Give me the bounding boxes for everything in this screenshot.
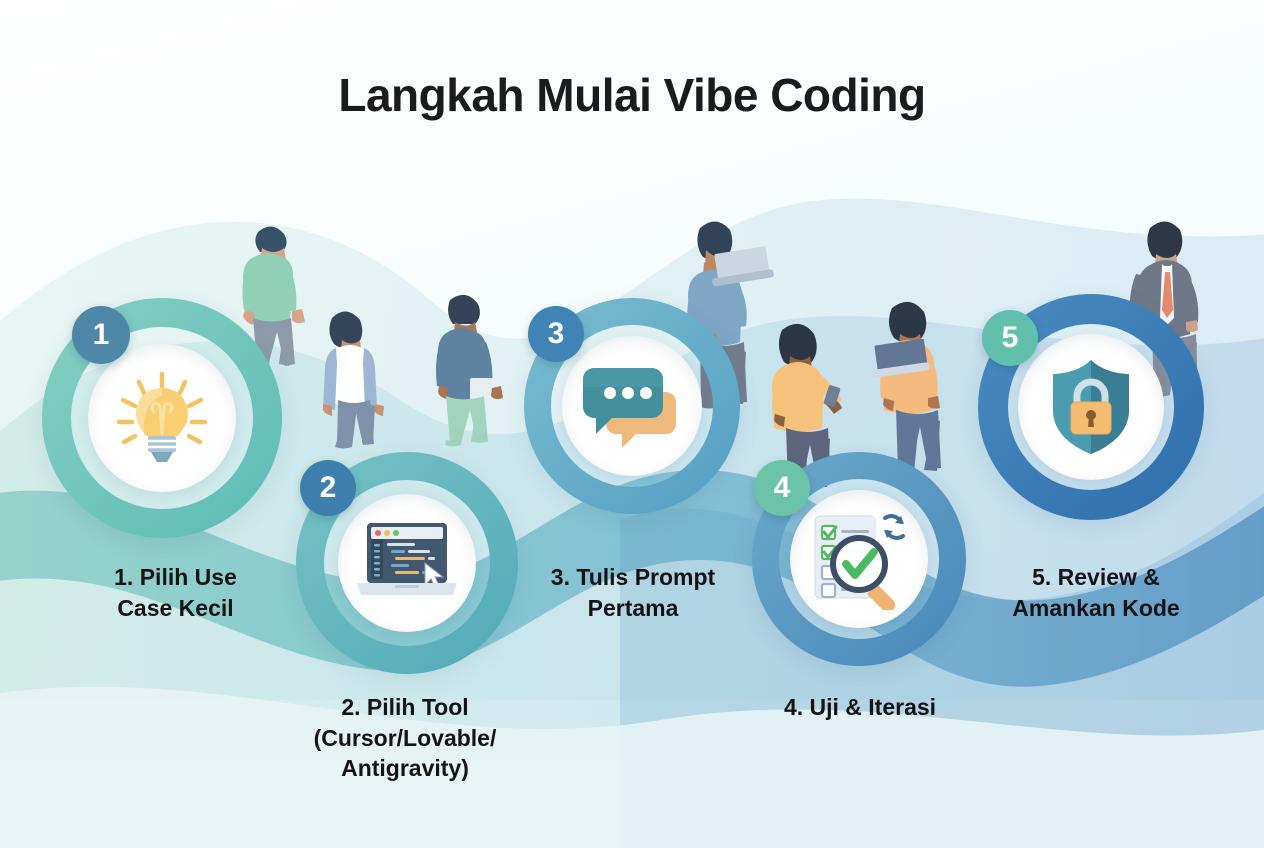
step-5-ring <box>978 294 1204 520</box>
step-3-icon-disc[interactable] <box>562 336 702 476</box>
step-1-caption-line-2: Case Kecil <box>117 594 234 621</box>
step-2-ring <box>296 452 518 674</box>
person-standing-laptop-orange <box>872 301 941 475</box>
step-4-icon-disc[interactable] <box>790 490 928 628</box>
step-2-caption-line-3: Antigravity) <box>341 755 469 782</box>
step-4-badge: 4 <box>754 460 810 516</box>
step-1-badge: 1 <box>72 306 130 364</box>
step-4-ring <box>752 452 966 666</box>
person-walking-woman-blazer <box>323 311 384 449</box>
step-2-caption-line-1: 2. Pilih Tool <box>341 694 469 720</box>
step-5-badge: 5 <box>982 310 1038 366</box>
step-5-icon-disc[interactable] <box>1018 334 1164 480</box>
step-3-caption-line-1: 3. Tulis Prompt <box>550 564 716 590</box>
step-2-caption: 2. Pilih Tool (Cursor/Lovable/ Antigravi… <box>285 692 525 784</box>
step-1-ring <box>42 298 282 538</box>
step-2-badge: 2 <box>300 460 356 516</box>
step-3-badge: 3 <box>528 306 584 362</box>
step-3-ring <box>524 298 740 514</box>
step-4-caption-line-1: 4. Uji & Iterasi <box>783 694 937 720</box>
checklist-magnifier-icon <box>814 514 905 610</box>
person-walking-man-folder <box>436 294 503 447</box>
step-5-caption-line-2: Amankan Kode <box>1012 594 1180 621</box>
step-4-caption: 4. Uji & Iterasi <box>742 692 978 723</box>
step-5-caption-line-1: 5. Review & <box>1032 564 1160 590</box>
step-3-caption: 3. Tulis Prompt Pertama <box>520 562 746 623</box>
page-title: Langkah Mulai Vibe Coding <box>338 69 926 121</box>
step-1-caption: 1. Pilih Use Case Kecil <box>68 562 283 623</box>
laptop-code-icon <box>357 523 457 595</box>
step-3-caption-line-2: Pertama <box>587 594 679 621</box>
lightbulb-icon <box>116 371 208 462</box>
chat-bubbles-icon <box>583 368 676 448</box>
step-5-caption: 5. Review & Amankan Kode <box>982 562 1210 623</box>
step-2-caption-line-2: (Cursor/Lovable/ <box>313 724 497 751</box>
step-1-icon-disc[interactable] <box>88 344 236 492</box>
shield-lock-icon <box>1053 360 1129 454</box>
person-walking-green-shirt <box>242 226 305 367</box>
step-2-icon-disc[interactable] <box>338 494 476 632</box>
step-1-caption-line-1: 1. Pilih Use <box>114 564 237 590</box>
